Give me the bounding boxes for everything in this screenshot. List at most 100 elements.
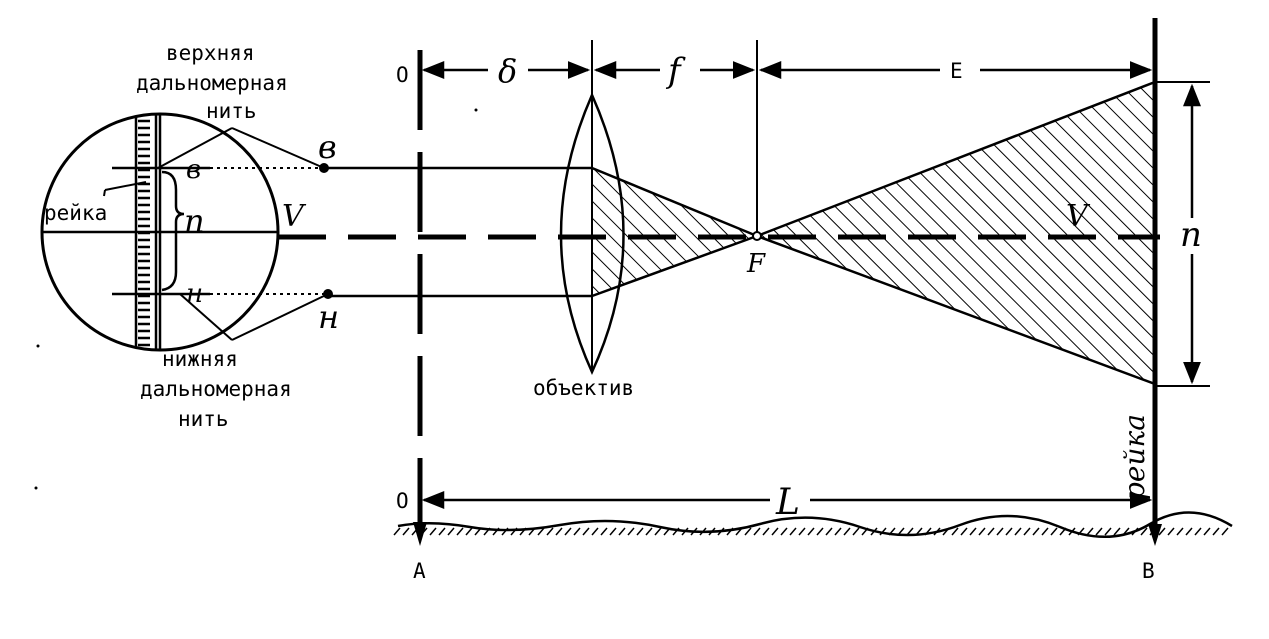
- ray-focus-to-top: [756, 80, 1156, 238]
- ground-hatch-mark: [852, 527, 860, 536]
- staff-label-small: рейка: [44, 201, 107, 225]
- ground-hatch-mark: [717, 527, 725, 536]
- ground-hatch-mark: [762, 527, 770, 536]
- ground-hatch: [393, 527, 1229, 536]
- ground-hatch-mark: [825, 527, 833, 536]
- ground-hatch-mark: [519, 527, 527, 536]
- objective-label: объектив: [533, 376, 634, 400]
- dot: [474, 108, 478, 112]
- ground-hatch-mark: [798, 527, 806, 536]
- ground-hatch-mark: [1158, 527, 1166, 536]
- ground-hatch-mark: [942, 527, 950, 536]
- ground-hatch-mark: [456, 527, 464, 536]
- ground-hatch-mark: [672, 527, 680, 536]
- ground-hatch-mark: [1095, 527, 1103, 536]
- ground-hatch-mark: [753, 527, 761, 536]
- ground-hatch-mark: [429, 527, 437, 536]
- ground-hatch-mark: [906, 527, 914, 536]
- ground-hatch-mark: [681, 527, 689, 536]
- ground-hatch-mark: [807, 527, 815, 536]
- ground-hatch-mark: [978, 527, 986, 536]
- staff-foot: [1148, 524, 1162, 546]
- staff-image: [134, 114, 158, 350]
- lower-thread-label-2: дальномерная: [140, 377, 292, 401]
- ground-hatch-mark: [1176, 527, 1184, 536]
- upper-thread-label-3: нить: [206, 99, 257, 123]
- ground-hatch-mark: [627, 527, 635, 536]
- eyepiece-view: [40, 112, 333, 352]
- ground-hatch-mark: [465, 527, 473, 536]
- lower-thread-label-1: нижняя: [162, 347, 238, 371]
- ground-hatch-mark: [1194, 527, 1202, 536]
- ground-hatch-mark: [1131, 527, 1139, 536]
- hatched-cone-left: [592, 168, 757, 296]
- ground-hatch-mark: [1140, 527, 1148, 536]
- v-small-label: в: [186, 155, 201, 185]
- n-brace: [161, 170, 185, 292]
- staff-label-big: рейка: [1118, 414, 1151, 500]
- ground-hatch-mark: [726, 527, 734, 536]
- ground-hatch-mark: [1221, 527, 1229, 536]
- ground-hatch-mark: [960, 527, 968, 536]
- ground-hatch-mark: [1086, 527, 1094, 536]
- ground-hatch-mark: [1050, 527, 1058, 536]
- dot: [34, 486, 38, 490]
- ground-hatch-mark: [618, 527, 626, 536]
- ground-hatch-mark: [447, 527, 455, 536]
- ground-hatch-mark: [600, 527, 608, 536]
- ground-hatch-mark: [987, 527, 995, 536]
- v-left-axis-label: V: [282, 199, 307, 234]
- ground-hatch-mark: [438, 527, 446, 536]
- ground-hatch-mark: [1005, 527, 1013, 536]
- ground-line: [397, 511, 1233, 538]
- ground-hatch-mark: [1023, 527, 1031, 536]
- ground-hatch-mark: [645, 527, 653, 536]
- ground-hatch-mark: [609, 527, 617, 536]
- ground-hatch-mark: [555, 527, 563, 536]
- staff-ticks: [138, 114, 150, 347]
- ground-hatch-mark: [636, 527, 644, 536]
- lower-thread-leader-1: [179, 293, 233, 341]
- ground-hatch-mark: [744, 527, 752, 536]
- ground-hatch-mark: [879, 527, 887, 536]
- upper-thread-leader-2: [231, 127, 325, 169]
- ground-hatch-mark: [483, 527, 491, 536]
- ground-hatch-mark: [996, 527, 1004, 536]
- ray-focus-to-bottom: [756, 234, 1156, 386]
- delta-label: δ: [498, 52, 517, 90]
- e-label: E: [950, 59, 963, 83]
- ground-hatch-mark: [699, 527, 707, 536]
- n-small-label: н: [186, 279, 203, 309]
- ground-hatch-mark: [933, 527, 941, 536]
- n-right-label: n: [1180, 215, 1202, 255]
- ground-hatch-mark: [1212, 527, 1220, 536]
- upper-thread-label-1: верхняя: [166, 41, 255, 65]
- ground-hatch-mark: [1077, 527, 1085, 536]
- ground-hatch-mark: [546, 527, 554, 536]
- ground-hatch-mark: [654, 527, 662, 536]
- l-label: L: [775, 482, 800, 523]
- o-top-label: O: [396, 63, 409, 87]
- ground-hatch-mark: [510, 527, 518, 536]
- point-a-marker: [413, 522, 427, 546]
- ground-hatch-mark: [393, 527, 401, 536]
- ground-hatch-mark: [735, 527, 743, 536]
- ground-hatch-mark: [573, 527, 581, 536]
- ground-hatch-mark: [861, 527, 869, 536]
- ground-hatch-mark: [591, 527, 599, 536]
- ground-hatch-mark: [951, 527, 959, 536]
- ground-hatch-mark: [1068, 527, 1076, 536]
- ground-hatch-mark: [888, 527, 896, 536]
- n-center-label: n: [184, 202, 205, 240]
- ground-hatch-mark: [1014, 527, 1022, 536]
- ground-hatch-mark: [537, 527, 545, 536]
- hatched-cone-right: [757, 82, 1155, 384]
- focus-point: [752, 231, 762, 241]
- ground-hatch-mark: [582, 527, 590, 536]
- ground-hatch-mark: [780, 527, 788, 536]
- ground-hatch-mark: [771, 527, 779, 536]
- focus-label: F: [746, 249, 766, 279]
- lower-thread-label-3: нить: [178, 407, 229, 431]
- staff-leader: [104, 181, 147, 191]
